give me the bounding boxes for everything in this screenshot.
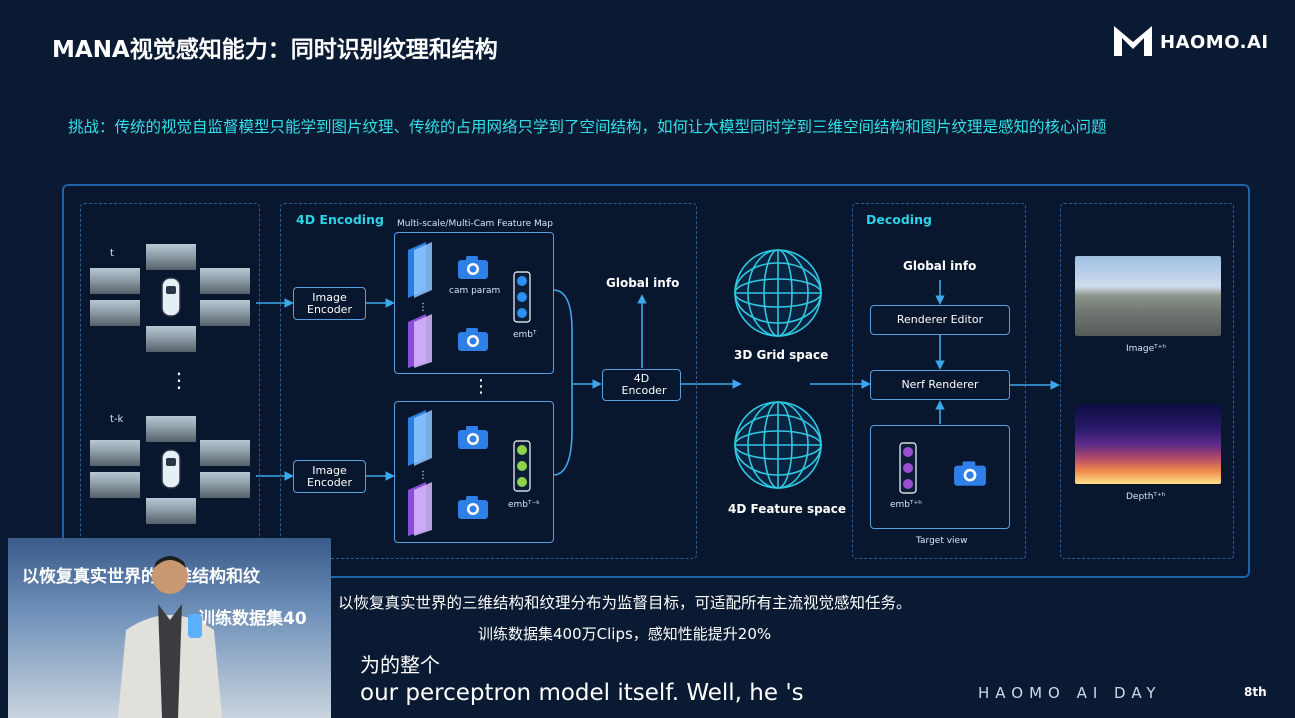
depth-map-output (1075, 404, 1221, 484)
decoding-section (852, 203, 1026, 559)
subtitle-line-1: 以恢复真实世界的三维结构和纹理分布为监督目标，可适配所有主流视觉感知任务。 (338, 594, 912, 612)
arrow-featmap-bottom-to-4d-encoder (552, 384, 573, 476)
haomo-logo-icon (1114, 26, 1152, 56)
image-encoder-top-label: Image Encoder (307, 290, 352, 316)
rendered-image-output (1075, 256, 1221, 336)
subtitle-line-2: 训练数据集400万Clips，感知性能提升20% (478, 625, 772, 643)
time-ellipsis: ⋮ (169, 368, 189, 392)
caption-en: our perceptron model itself. Well, he 's (360, 680, 804, 706)
encoder-4d: 4D Encoder (602, 369, 681, 401)
pip-subtitle-2: 训练数据集40 (198, 609, 307, 629)
svg-text:⋮: ⋮ (418, 470, 428, 481)
feature-stack-bottom: ⋮ (408, 410, 432, 536)
cam-param-label: cam param (449, 286, 501, 296)
depth-output-label: Depthᵀ⁺ʰ (1126, 492, 1166, 502)
svg-text:⋮: ⋮ (418, 302, 428, 313)
image-output-label: Imageᵀ⁺ʰ (1126, 344, 1167, 354)
decoding-label: Decoding (866, 212, 932, 227)
feature-map-top (394, 232, 554, 374)
camera-views-t (90, 244, 250, 352)
emb-t-label: embᵀ (513, 330, 537, 340)
globe-icon (734, 249, 822, 337)
emb-tk-label: embᵀ⁻ᵏ (508, 500, 541, 510)
encoding-section (280, 203, 697, 559)
time-label-t: t (110, 248, 114, 259)
global-info-label-encoding: Global info (606, 276, 680, 290)
camera-icon (458, 328, 488, 351)
emb-th-label: embᵀ⁺ʰ (890, 500, 922, 510)
ego-car-top (161, 277, 181, 317)
image-encoder-bottom: Image Encoder (293, 460, 366, 493)
feature-space-label: 4D Feature space (728, 502, 847, 516)
embedding-icon-t (513, 271, 531, 323)
time-label-tk: t-k (110, 414, 124, 425)
presenter-video: 以恢复真实世界的三维结构和纹 训练数据集40 (8, 538, 331, 718)
caption-cn: 为的整个 (360, 653, 440, 677)
camera-views-group (90, 244, 250, 524)
challenge-text: 挑战：传统的视觉自监督模型只能学到图片纹理、传统的占用网络只学到了空间结构，如何… (68, 118, 1107, 136)
featuremap-ellipsis: ⋮ (472, 376, 490, 397)
nerf-renderer-label: Nerf Renderer (901, 378, 979, 391)
encoding-label: 4D Encoding (296, 212, 384, 227)
event-footer: HAOMO AI DAY (978, 684, 1162, 702)
camera-icon (458, 256, 488, 279)
nerf-renderer: Nerf Renderer (870, 370, 1010, 400)
encoder-4d-label: 4D Encoder (621, 372, 667, 397)
arrow-featmap-top-to-4d-encoder (552, 289, 602, 389)
embedding-icon-th (899, 442, 917, 494)
feature-stack-top: ⋮ (408, 242, 432, 368)
target-view-box (870, 425, 1010, 529)
output-section (1060, 203, 1234, 559)
global-info-label-decoding: Global info (903, 259, 977, 273)
feature-map-label: Multi-scale/Multi-Cam Feature Map (397, 219, 554, 229)
image-encoder-bottom-label: Image Encoder (307, 463, 352, 489)
renderer-editor: Renderer Editor (870, 305, 1010, 335)
renderer-editor-label: Renderer Editor (896, 313, 984, 326)
grid-space-label: 3D Grid space (734, 348, 829, 362)
haomo-logo: HAOMO.AI (1112, 24, 1272, 60)
camera-icon (954, 461, 986, 486)
camera-icon (458, 426, 488, 449)
presenter-figure (118, 556, 222, 718)
event-edition: 8th (1244, 685, 1267, 699)
logo-text: HAOMO.AI (1160, 32, 1269, 53)
image-encoder-top: Image Encoder (293, 287, 366, 320)
camera-views-tk (90, 416, 250, 524)
camera-icon (458, 496, 488, 519)
ego-car-bottom (161, 449, 181, 489)
target-view-label: Target view (916, 536, 968, 546)
globe-icon (734, 401, 822, 489)
feature-map-bottom (394, 401, 554, 543)
embedding-icon-tk (513, 440, 531, 492)
pip-subtitle-1: 以恢复真实世界的三维结构和纹 (22, 567, 260, 587)
slide-title: MANA视觉感知能力：同时识别纹理和结构 (52, 37, 498, 63)
